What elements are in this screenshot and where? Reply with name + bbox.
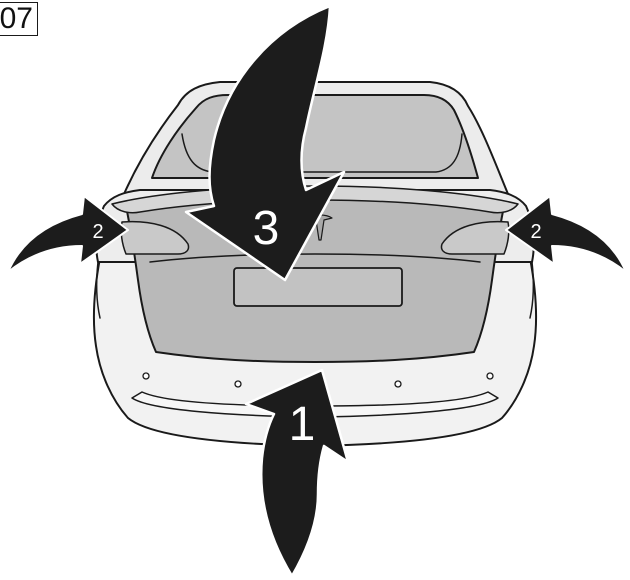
step-2-left-number: 2 bbox=[92, 221, 103, 243]
fender-right bbox=[529, 261, 535, 319]
figure-id-label: 07 bbox=[0, 2, 38, 36]
arrow-3-shape bbox=[184, 4, 346, 282]
brake-light-bar bbox=[181, 133, 463, 173]
parking-sensor bbox=[394, 380, 402, 388]
arrow-step-2-left: 2 bbox=[7, 195, 129, 273]
license-plate-recess bbox=[233, 267, 403, 307]
parking-sensor bbox=[234, 380, 242, 388]
rear-window bbox=[151, 94, 479, 179]
fender-left bbox=[95, 261, 101, 319]
arrow-2-left-shape bbox=[7, 195, 129, 273]
step-3-number: 3 bbox=[253, 202, 280, 255]
step-2-right-number: 2 bbox=[530, 221, 541, 243]
parking-sensor bbox=[142, 372, 150, 380]
arrow-step-1: 1 bbox=[244, 368, 350, 578]
arrow-2-right-shape bbox=[505, 195, 627, 273]
step-1-number: 1 bbox=[289, 398, 316, 451]
tail-light-left bbox=[120, 220, 190, 255]
arrow-step-3: 3 bbox=[184, 4, 346, 282]
tail-light-right bbox=[440, 220, 510, 255]
bumper-valance bbox=[131, 391, 499, 418]
parking-sensors bbox=[142, 372, 494, 388]
parking-sensor bbox=[486, 372, 494, 380]
trunk-crease bbox=[149, 253, 481, 263]
arrow-step-2-right: 2 bbox=[505, 195, 627, 273]
arrow-1-shape bbox=[244, 368, 350, 578]
